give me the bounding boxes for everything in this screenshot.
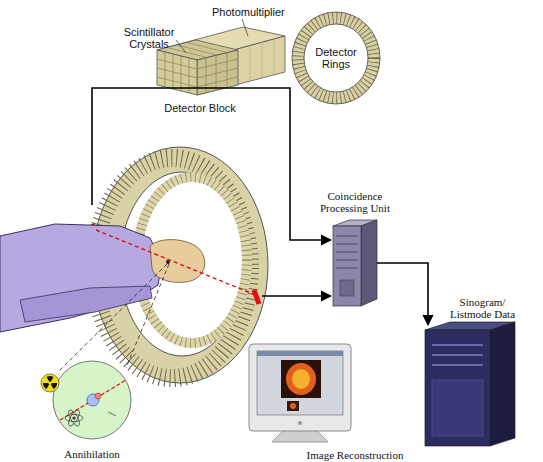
patient-body xyxy=(0,224,162,332)
detector-ring xyxy=(292,12,380,104)
atom-orbit xyxy=(65,415,83,422)
monitor-screen xyxy=(257,351,343,415)
radiation-trefoil xyxy=(43,376,57,389)
data-arrow xyxy=(377,263,428,325)
electron xyxy=(95,393,101,399)
radiation-center xyxy=(48,381,51,384)
ring-inner xyxy=(304,24,368,92)
zoom-line xyxy=(58,264,169,372)
pet-image xyxy=(281,360,321,398)
workstation-label: Image Reconstruction xyxy=(285,449,425,461)
photomultiplier-lines xyxy=(250,39,274,80)
thumbnail xyxy=(287,401,299,411)
image-workstation: Image Reconstruction xyxy=(245,325,520,447)
detector-block xyxy=(157,19,285,95)
detector-ring: Detector Rings xyxy=(293,12,379,104)
radiation-symbol xyxy=(41,374,59,392)
drive-bay xyxy=(336,236,358,268)
annihilation-circle: Annihilation xyxy=(52,360,132,440)
ring-label: Detector Rings xyxy=(308,46,364,70)
monitor-bezel xyxy=(249,344,351,431)
annihilation-label: Annihilation xyxy=(32,448,152,460)
block-label: Detector Block xyxy=(155,102,245,114)
ring-segments xyxy=(298,18,374,98)
drive-bay xyxy=(432,345,483,365)
atom-symbol xyxy=(65,408,83,427)
brain-image xyxy=(286,363,316,395)
atom-nucleus xyxy=(72,416,75,419)
edge-label: Sinogram/ Listmode Data xyxy=(440,296,525,320)
crystal-grid xyxy=(157,43,238,94)
tower-front xyxy=(425,330,490,446)
patient-arm xyxy=(20,286,152,322)
leader-line xyxy=(176,19,248,53)
particle-track xyxy=(108,412,116,416)
positron xyxy=(87,394,99,406)
circle-outline xyxy=(53,361,131,439)
brain-image xyxy=(292,369,310,389)
circle-outline xyxy=(52,360,132,440)
scanner-back-segments xyxy=(137,177,247,343)
tower-panel xyxy=(432,380,483,436)
radiation-disc xyxy=(41,374,59,392)
line-of-response xyxy=(96,230,258,296)
photon-path xyxy=(60,380,126,420)
detector-block: Detector Block xyxy=(155,22,290,100)
atom-orbit xyxy=(66,408,81,427)
ring-outer xyxy=(292,12,380,104)
part-label: Photomultiplier xyxy=(212,6,302,18)
workstation xyxy=(249,322,515,446)
window-bar xyxy=(257,351,343,356)
processing-unit: Coincidence Processing Unit xyxy=(333,220,377,306)
unit-label: Coincidence Processing Unit xyxy=(310,190,400,214)
atom-orbit xyxy=(66,408,81,427)
signal-wire xyxy=(262,295,331,297)
cpu-panel xyxy=(340,280,354,296)
patient xyxy=(0,224,205,332)
signal-wire xyxy=(92,88,331,240)
scanner-back-ring xyxy=(137,177,247,343)
tower-side xyxy=(490,322,515,446)
thumbnail xyxy=(290,403,296,409)
part-label: Scintillator Crystals xyxy=(116,26,182,50)
patient-head xyxy=(150,240,205,283)
monitor-button xyxy=(298,421,302,425)
cpu-front xyxy=(333,226,361,306)
cpu-side xyxy=(361,220,377,306)
monitor-stand xyxy=(272,430,328,442)
processing-computer xyxy=(333,220,377,306)
detector-hit xyxy=(254,290,259,304)
